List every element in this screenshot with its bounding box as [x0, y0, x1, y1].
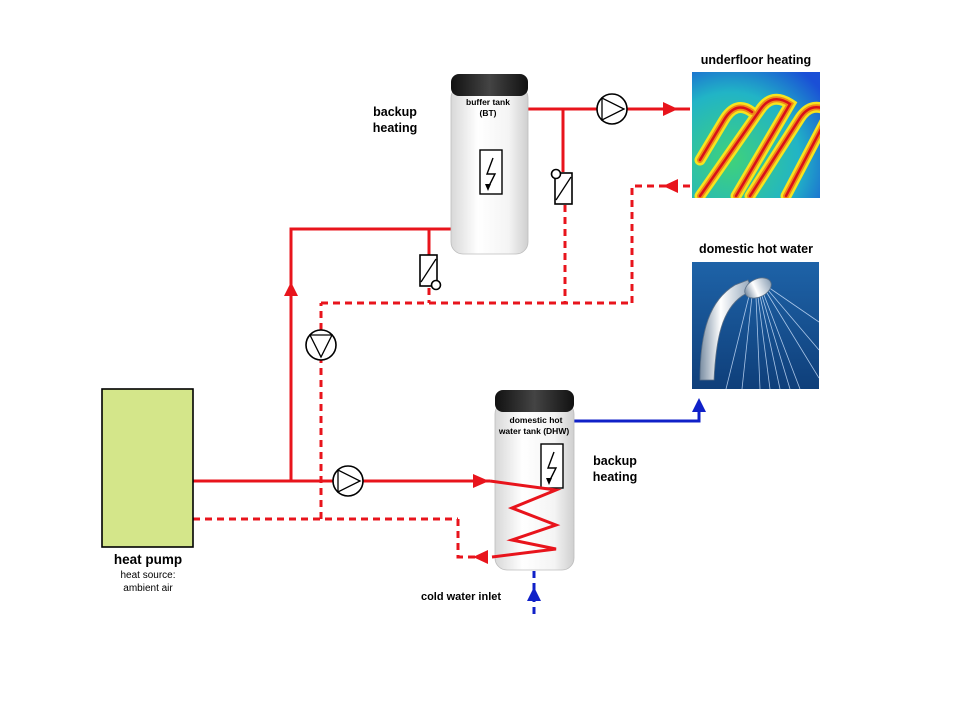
heat-source-label: heat source:: [120, 570, 175, 581]
buffer-tank-label: buffer tank: [466, 97, 510, 107]
dhw-tank-label: water tank (DHW): [498, 426, 570, 436]
check-valve-icon: [419, 254, 442, 291]
flow-arrow-icon: [663, 179, 678, 193]
underfloor-heating-image: [692, 72, 820, 198]
flow-arrow-icon: [284, 282, 298, 296]
backup-heating-bottom-label: backup: [593, 454, 637, 468]
dhw-tank: [489, 390, 575, 571]
backup-heating-bottom-label: heating: [593, 470, 637, 484]
coil-icon: [489, 479, 562, 559]
buffer-tank: [450, 74, 529, 255]
electric-heater-icon: [479, 149, 503, 195]
pump-icon: [332, 465, 364, 497]
return-pipes: [193, 184, 690, 559]
cold-water-inlet-label: cold water inlet: [421, 591, 501, 603]
heat-source-label: ambient air: [123, 583, 173, 594]
flow-arrow-icon: [663, 102, 678, 116]
heat-pump-unit: [101, 388, 194, 548]
flow-arrow-icon: [473, 474, 489, 488]
pump-icon: [596, 93, 628, 125]
flow-arrows: [284, 102, 706, 601]
dhw-tank-label: domestic hot: [510, 415, 563, 425]
heat-pump-label: heat pump: [114, 552, 182, 567]
shower-image: [692, 262, 819, 389]
backup-heating-top-label: backup: [373, 105, 417, 119]
check-valve-icon: [550, 168, 573, 205]
backup-heating-top-label: heating: [373, 121, 417, 135]
domestic-hot-water-label: domestic hot water: [699, 242, 813, 256]
flow-arrow-icon: [473, 550, 488, 564]
flow-arrow-icon: [527, 587, 541, 601]
pump-icon: [305, 329, 337, 361]
buffer-tank-label: (BT): [480, 108, 497, 118]
electric-heater-icon: [540, 443, 564, 489]
underfloor-heating-label: underfloor heating: [701, 53, 811, 67]
supply-pipes: [193, 107, 690, 483]
flow-arrow-icon: [692, 398, 706, 412]
